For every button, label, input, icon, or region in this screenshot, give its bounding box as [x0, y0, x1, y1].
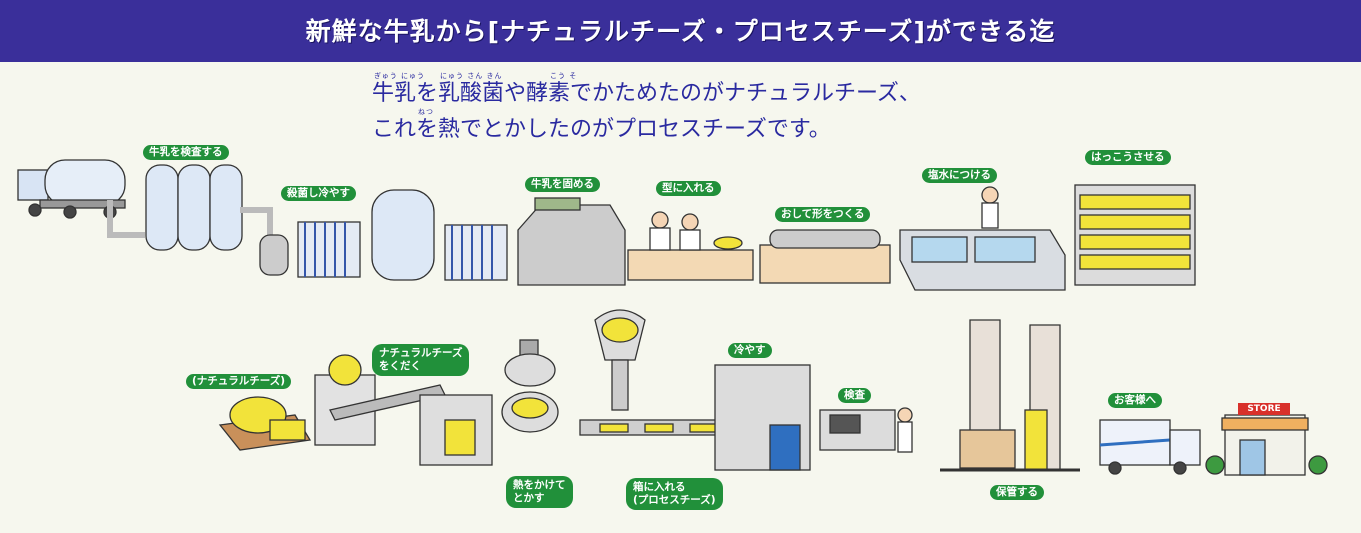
curdling-vat: [517, 197, 626, 286]
label-store: 保管する: [990, 485, 1044, 500]
label-ferment: はっこうさせる: [1085, 150, 1171, 165]
ripening-shelf: [1074, 184, 1196, 286]
label-inspect: 検査: [838, 388, 871, 403]
label-curdle-milk: 牛乳を固める: [525, 177, 600, 192]
ruby-netsu: ねつ: [418, 108, 434, 116]
lead-text: ぎゅう にゅう にゅう さん きん こう そ 牛乳を乳酸菌や酵素でかためたのがナ…: [372, 72, 921, 144]
label-press-shape: おして形をつくる: [775, 207, 871, 222]
melting-kettle: [501, 339, 559, 433]
inspection-console: [819, 407, 913, 453]
warehouse-rack: [940, 319, 1080, 472]
delivery-truck: [1099, 419, 1201, 475]
ruby-nyusankin: にゅう さん きん: [440, 72, 503, 80]
title-banner: 新鮮な牛乳から[ナチュラルチーズ・プロセスチーズ]ができる迄: [0, 0, 1361, 62]
heat-exchanger: [444, 224, 508, 281]
label-box-process-cheese: 箱に入れる(プロセスチーズ): [626, 478, 723, 510]
label-cool: 冷やす: [728, 343, 772, 358]
brine-tank: [899, 186, 1066, 291]
label-put-in-mold: 型に入れる: [656, 181, 721, 196]
milk-tanks: [145, 164, 243, 251]
lead-line-2: ねつ これを熱でとかしたのがプロセスチーズです。: [372, 108, 921, 142]
mold-table: [627, 211, 754, 281]
storage-tank: [371, 189, 435, 281]
store-building: [1205, 414, 1328, 476]
sterilizer: [259, 221, 361, 278]
press-machine: [759, 229, 891, 284]
label-inspect-milk: 牛乳を検査する: [143, 145, 229, 160]
lead-line-1-text: 牛乳を乳酸菌や酵素でかためたのがナチュラルチーズ、: [372, 81, 921, 106]
label-melt: 熱をかけてとかす: [506, 476, 573, 508]
page-title: 新鮮な牛乳から[ナチュラルチーズ・プロセスチーズ]ができる迄: [305, 17, 1056, 46]
label-natural-cheese: (ナチュラルチーズ): [186, 374, 292, 389]
filling-machine: [579, 309, 736, 436]
natural-cheese-wheels: [218, 396, 312, 451]
label-sterilize-cool: 殺菌し冷やす: [281, 186, 356, 201]
crusher: [314, 354, 493, 466]
cooling-tunnel: [714, 364, 811, 471]
ruby-koso: こう そ: [550, 72, 578, 80]
store-sign: STORE: [1238, 403, 1290, 415]
ruby-gyunyu: ぎゅう にゅう: [374, 72, 426, 80]
lead-line-2-text: これを熱でとかしたのがプロセスチーズです。: [372, 117, 831, 142]
lead-line-1: ぎゅう にゅう にゅう さん きん こう そ 牛乳を乳酸菌や酵素でかためたのがナ…: [372, 72, 921, 106]
label-crush-cheese: ナチュラルチーズをくだく: [372, 344, 470, 376]
label-brine: 塩水につける: [922, 168, 997, 183]
label-to-customer: お客様へ: [1108, 393, 1162, 408]
